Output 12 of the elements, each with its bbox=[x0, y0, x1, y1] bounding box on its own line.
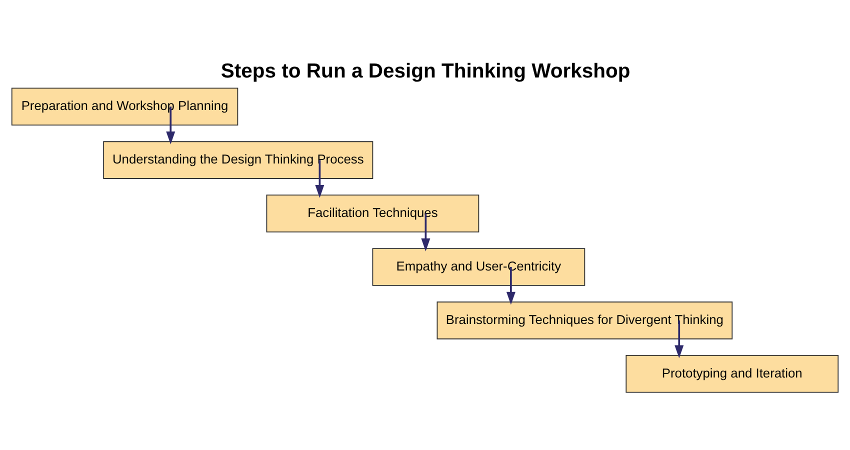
node-box: Brainstorming Techniques for Divergent Thinking bbox=[436, 301, 733, 339]
node-box: Facilitation Techniques bbox=[266, 194, 480, 232]
node-box: Prototyping and Iteration bbox=[626, 354, 839, 392]
diagram-title: Steps to Run a Design Thinking Workshop bbox=[220, 60, 630, 82]
arrow bbox=[674, 320, 684, 358]
node-box: Empathy and User-Centricity bbox=[372, 248, 586, 286]
arrow bbox=[506, 266, 516, 304]
node-box: Understanding the Design Thinking Process bbox=[103, 140, 374, 178]
arrow bbox=[421, 213, 430, 251]
arrow bbox=[166, 106, 176, 144]
arrow bbox=[315, 160, 324, 198]
node-box: Preparation and Workshop Planning bbox=[11, 87, 238, 125]
